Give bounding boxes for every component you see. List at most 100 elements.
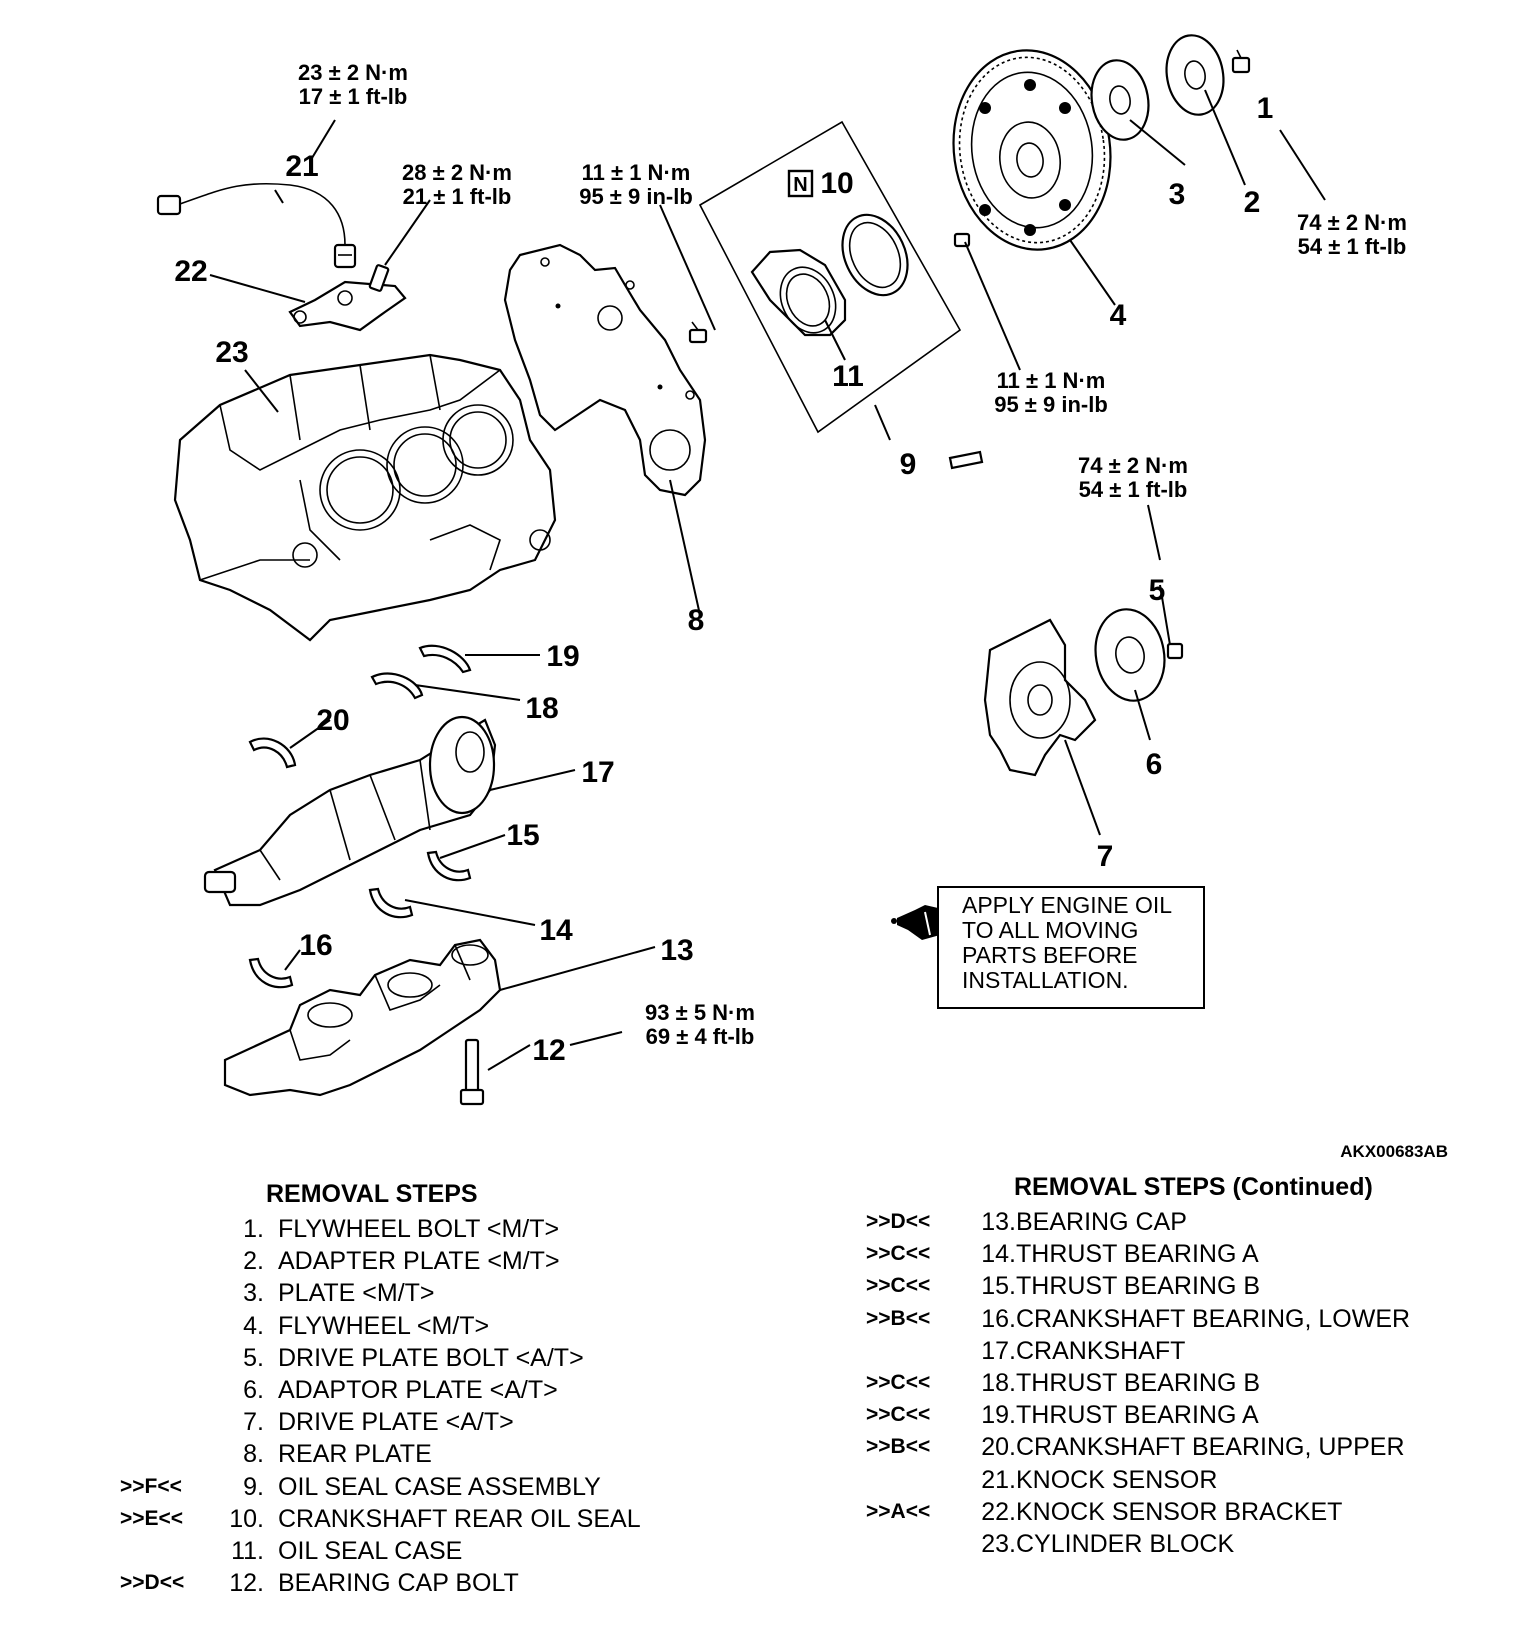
step-label: CRANKSHAFT	[1016, 1336, 1186, 1365]
new-part-symbol: N	[787, 169, 814, 198]
removal-step-item: >>F<<9.OIL SEAL CASE ASSEMBLY	[120, 1471, 760, 1503]
callout-15: 15	[506, 819, 539, 852]
crankshaft-bearing-lower-part	[248, 957, 294, 989]
callout-23: 23	[215, 336, 248, 369]
step-number: 12.	[229, 1569, 264, 1598]
step-number: 3.	[243, 1279, 264, 1308]
flywheel-bolt-part	[1231, 49, 1251, 74]
callout-3: 3	[1169, 178, 1186, 211]
callout-14: 14	[539, 914, 573, 947]
step-label: BEARING CAP BOLT	[278, 1569, 519, 1598]
removal-step-item: >>B<<20.CRANKSHAFT BEARING, UPPER	[866, 1431, 1536, 1463]
drive-plate-bolt-part	[1166, 642, 1184, 660]
removal-step-item: 3.PLATE <M/T>	[120, 1277, 760, 1309]
torque-oil-seal-case-nm: 11 ± 1 N·m	[997, 368, 1106, 393]
torque-flywheel-ftlb: 54 ± 1 ft-lb	[1298, 234, 1407, 259]
step-number: 8.	[243, 1440, 264, 1469]
removal-step-item: >>C<<15.THRUST BEARING B	[866, 1270, 1536, 1302]
step-label: KNOCK SENSOR	[1016, 1465, 1218, 1494]
removal-step-item: 4. FLYWHEEL <M/T>	[120, 1310, 760, 1342]
figure-id: AKX00683AB	[1340, 1142, 1448, 1161]
oil-seal-case-assembly-frame	[698, 120, 962, 434]
knock-sensor-part	[156, 182, 357, 269]
torque-knock-sensor-nm: 23 ± 2 N·m	[298, 60, 408, 85]
step-label: REAR PLATE	[278, 1440, 432, 1469]
step-number: 4.	[243, 1311, 264, 1340]
knock-sensor-bracket-part	[288, 264, 407, 332]
removal-step-item: 21.KNOCK SENSOR	[866, 1464, 1536, 1496]
callout-17: 17	[581, 756, 614, 789]
step-label: ADAPTER PLATE <M/T>	[278, 1247, 560, 1276]
step-number: 20.	[981, 1433, 1016, 1462]
bearing-cap-bolt-part	[459, 1038, 485, 1106]
step-number: 7.	[243, 1408, 264, 1437]
step-number: 1.	[243, 1215, 264, 1243]
callout-13: 13	[660, 934, 693, 967]
removal-steps-panel: REMOVAL STEPS 1.FLYWHEEL BOLT <M/T>2.ADA…	[120, 1180, 760, 1599]
crankshaft-rear-oil-seal-part	[841, 213, 909, 297]
step-label: THRUST BEARING A	[1016, 1401, 1259, 1430]
step-label: CRANKSHAFT REAR OIL SEAL	[278, 1504, 641, 1533]
callout-18: 18	[525, 692, 558, 725]
removal-step-item: 7. DRIVE PLATE <A/T>	[120, 1406, 760, 1438]
oil-note-line-1: APPLY ENGINE OIL	[962, 892, 1172, 918]
oil-note-line-4: INSTALLATION.	[962, 967, 1129, 993]
removal-step-item: >>D<< 12. BEARING CAP BOLT	[120, 1567, 760, 1599]
torque-bracket-nm: 28 ± 2 N·m	[402, 160, 512, 185]
removal-steps-continued-panel: REMOVAL STEPS (Continued) >>D<<13.BEARIN…	[866, 1173, 1536, 1560]
step-label: DRIVE PLATE <A/T>	[278, 1408, 514, 1437]
removal-step-item: >>B<<16.CRANKSHAFT BEARING, LOWER	[866, 1303, 1536, 1335]
callout-11: 11	[832, 360, 864, 393]
thrust-bearing-a-upper-part	[418, 644, 472, 674]
bearing-cap-part	[223, 938, 502, 1097]
callout-20: 20	[316, 704, 349, 737]
callout-4: 4	[1110, 299, 1127, 332]
callout-12: 12	[532, 1034, 565, 1067]
step-number: 19.	[981, 1401, 1016, 1430]
step-number: 5.	[243, 1343, 264, 1372]
adaptor-plate-part	[1094, 608, 1166, 702]
step-service-mark: >>F<<	[120, 1474, 182, 1498]
torque-drive-plate-nm: 74 ± 2 N·m	[1078, 453, 1188, 478]
flywheel-part	[952, 49, 1112, 251]
step-number: 11.	[231, 1536, 264, 1565]
torque-bearing-cap-ftlb: 69 ± 4 ft-lb	[646, 1024, 755, 1049]
step-label: FLYWHEEL <M/T>	[278, 1311, 490, 1340]
step-service-mark: >>D<<	[120, 1571, 185, 1595]
drive-plate-part	[983, 618, 1097, 777]
removal-step-item: 5.DRIVE PLATE BOLT <A/T>	[120, 1342, 760, 1374]
removal-steps-continued-title: REMOVAL STEPS (Continued)	[1014, 1173, 1373, 1201]
step-number: 21.	[981, 1465, 1016, 1494]
removal-steps-title: REMOVAL STEPS	[266, 1180, 478, 1208]
callout-5: 5	[1149, 574, 1166, 607]
step-number: 23.	[981, 1529, 1016, 1558]
dowel-pin-part	[948, 450, 984, 470]
step-label: ADAPTOR PLATE <A/T>	[278, 1375, 558, 1404]
oil-seal-case-part	[750, 248, 847, 337]
torque-rear-plate-inlb: 95 ± 9 in-lb	[579, 184, 693, 209]
torque-bearing-cap-nm: 93 ± 5 N·m	[645, 1000, 755, 1025]
callout-22: 22	[174, 255, 207, 288]
removal-step-item: >>A<<22.KNOCK SENSOR BRACKET	[866, 1496, 1536, 1528]
torque-flywheel-nm: 74 ± 2 N·m	[1297, 210, 1407, 235]
step-number: 10.	[229, 1504, 264, 1533]
step-service-mark: >>C<<	[866, 1274, 931, 1298]
step-label: CRANKSHAFT BEARING, LOWER	[1016, 1304, 1411, 1333]
step-service-mark: >>E<<	[120, 1506, 184, 1530]
step-number: 13.	[981, 1208, 1016, 1236]
torque-oil-seal-case-inlb: 95 ± 9 in-lb	[994, 392, 1108, 417]
step-service-mark: >>B<<	[866, 1435, 931, 1459]
torque-drive-plate-ftlb: 54 ± 1 ft-lb	[1079, 477, 1188, 502]
step-number: 16.	[981, 1304, 1016, 1333]
removal-step-item: 11.OIL SEAL CASE	[120, 1535, 760, 1567]
engine-oil-can-icon	[891, 905, 940, 940]
step-label: FLYWHEEL BOLT <M/T>	[278, 1215, 560, 1243]
new-part-symbol-letter: N	[793, 174, 807, 196]
step-label: CYLINDER BLOCK	[1016, 1529, 1235, 1558]
callout-7: 7	[1097, 840, 1114, 873]
removal-step-item: 23.CYLINDER BLOCK	[866, 1528, 1536, 1560]
step-number: 14.	[981, 1240, 1016, 1269]
callout-10: 10	[820, 167, 853, 200]
oil-note-line-2: TO ALL MOVING	[962, 917, 1138, 943]
